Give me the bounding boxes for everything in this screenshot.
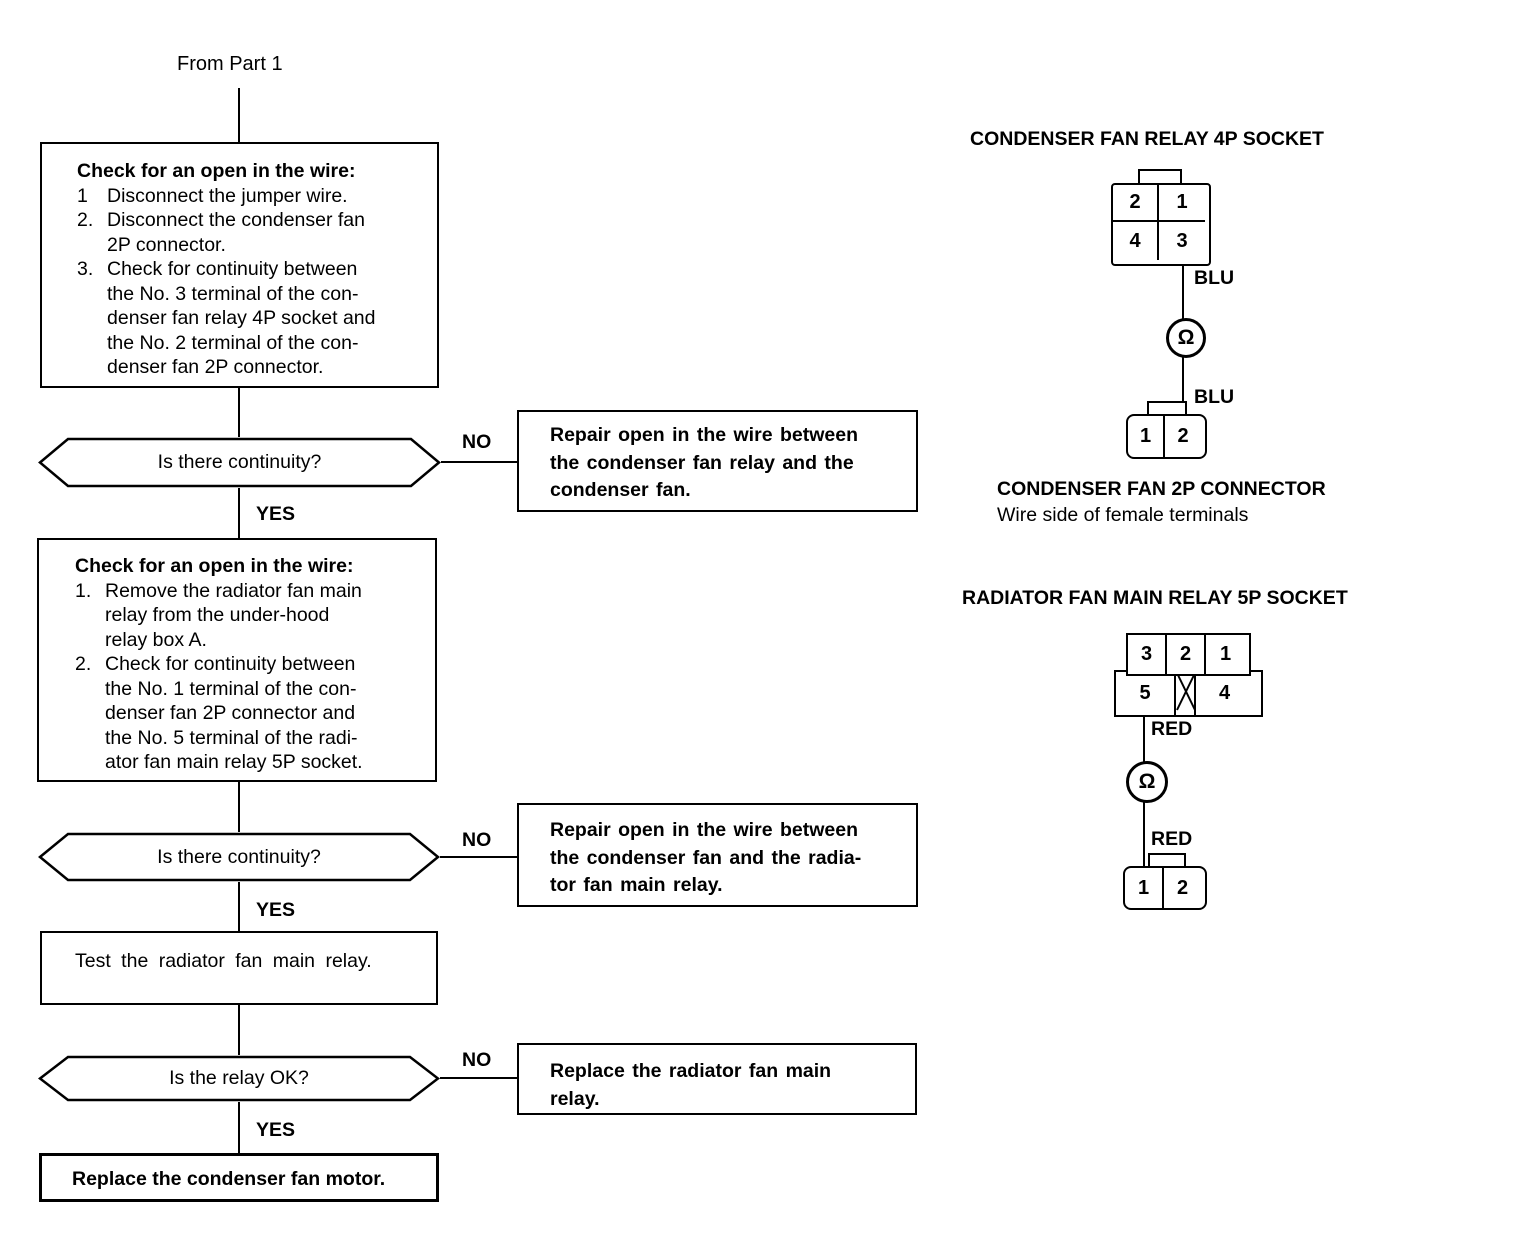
connector2p-b-terminal-2: 2 — [1176, 876, 1189, 899]
socket5p-blocked-cell-icon — [1176, 672, 1196, 715]
ohmmeter-icon: Ω — [1166, 318, 1206, 358]
flow-line — [238, 1102, 240, 1153]
red-wire-label-top: RED — [1151, 718, 1193, 740]
socket5p-terminal-5: 5 — [1116, 672, 1176, 715]
socket4p-terminal-2: 2 — [1113, 185, 1159, 222]
item-number: 1. — [75, 579, 92, 602]
blu-wire — [1182, 262, 1184, 319]
socket4p-terminal-1: 1 — [1159, 185, 1205, 222]
step2-item: 2. Check for continuity between the No. … — [75, 652, 423, 775]
item-text: Check for continuity between the No. 3 t… — [107, 258, 376, 378]
no-label-1: NO — [462, 431, 492, 453]
repair2-box: Repair open in the wire between the cond… — [517, 803, 918, 907]
socket5p-terminal-4: 4 — [1218, 682, 1231, 704]
no-label-3: NO — [462, 1049, 492, 1071]
item-text: Disconnect the condenser fan 2P connecto… — [107, 209, 365, 256]
step2-item: 1. Remove the radiator fan main relay fr… — [75, 579, 423, 653]
repair3-box: Replace the radiator fan main relay. — [517, 1043, 917, 1115]
connector2p-b-terminal-1: 1 — [1125, 868, 1164, 908]
step1-item: 3. Check for continuity between the No. … — [77, 257, 425, 380]
red-wire — [1143, 713, 1145, 762]
yes-label-3: YES — [256, 1119, 296, 1141]
repair1-text: Repair open in the wire between the cond… — [550, 424, 858, 501]
socket5p-title: RADIATOR FAN MAIN RELAY 5P SOCKET — [962, 587, 1348, 609]
connector2p-title: CONDENSER FAN 2P CONNECTOR — [997, 478, 1326, 500]
flow-line — [238, 782, 240, 832]
item-number: 2. — [75, 653, 92, 675]
step1-item: 2. Disconnect the condenser fan 2P conne… — [77, 208, 425, 257]
step1-title: Check for an open in the wire: — [77, 160, 356, 182]
socket4p-tab — [1138, 169, 1182, 187]
socket5p-bottom-row: 5 4 — [1114, 670, 1263, 717]
red-wire — [1143, 796, 1145, 866]
connector2p-b-tab — [1148, 853, 1186, 870]
step2-box: Check for an open in the wire: 1. Remove… — [37, 538, 437, 782]
item-text: Check for continuity between the No. 1 t… — [105, 653, 363, 773]
ohmmeter-icon: Ω — [1126, 761, 1168, 803]
decision1-label: Is there continuity? — [157, 451, 322, 473]
decision3-hexagon: Is the relay OK? — [38, 1055, 440, 1102]
socket4p-terminal-3: 3 — [1176, 229, 1188, 252]
repair3-text: Replace the radiator fan main relay. — [550, 1060, 832, 1110]
from-part-1-label: From Part 1 — [177, 53, 283, 75]
repair2-text: Repair open in the wire between the cond… — [550, 819, 862, 896]
blu-wire-label-bottom: BLU — [1194, 386, 1235, 408]
flow-line — [238, 388, 240, 437]
blu-wire — [1182, 351, 1184, 414]
flow-line — [238, 88, 240, 142]
connector2p-tab — [1147, 401, 1187, 418]
socket4p-terminal-4: 4 — [1113, 222, 1159, 260]
blu-wire-label-top: BLU — [1194, 267, 1235, 289]
connector2p-terminal-2: 2 — [1177, 425, 1189, 447]
flow-line — [238, 882, 240, 931]
no-branch-line — [440, 1077, 517, 1079]
hexagon-shape — [38, 437, 441, 488]
no-label-2: NO — [462, 829, 492, 851]
socket5p-terminal-1: 1 — [1219, 643, 1232, 665]
step2-title: Check for an open in the wire: — [75, 555, 354, 577]
item-text: Disconnect the jumper wire. — [107, 184, 348, 207]
connector2p-subtitle: Wire side of female terminals — [997, 504, 1249, 526]
socket4p-connector: 2 1 4 3 — [1111, 183, 1211, 266]
decision3-label: Is the relay OK? — [169, 1067, 309, 1089]
connector2p-terminal-1: 1 — [1128, 416, 1165, 457]
x-cross-icon — [1176, 672, 1196, 711]
socket5p-terminal-2: 2 — [1167, 635, 1206, 674]
step1-item: 1 Disconnect the jumper wire. — [77, 184, 425, 209]
final-text: Replace the condenser fan motor. — [72, 1168, 386, 1190]
item-number: 3. — [77, 258, 94, 280]
item-number: 2. — [77, 209, 94, 231]
step3-text: Test the radiator fan main relay. — [75, 950, 372, 972]
yes-label-2: YES — [256, 899, 296, 921]
no-branch-line — [441, 461, 517, 463]
item-number: 1 — [77, 184, 88, 207]
socket5p-terminal-3: 3 — [1128, 635, 1167, 674]
decision2-label: Is there continuity? — [157, 845, 321, 868]
red-wire-label-bottom: RED — [1151, 828, 1193, 850]
step1-box: Check for an open in the wire: 1 Disconn… — [40, 142, 439, 388]
decision1-hexagon: Is there continuity? — [38, 437, 441, 488]
flow-line — [238, 488, 240, 538]
connector2p: 1 2 — [1126, 414, 1207, 459]
yes-label-1: YES — [256, 503, 296, 525]
item-text: Remove the radiator fan main relay from … — [105, 579, 362, 651]
decision2-hexagon: Is there continuity? — [38, 832, 440, 882]
flow-line — [238, 1005, 240, 1055]
hexagon-shape — [38, 1055, 440, 1102]
hexagon-shape — [38, 832, 440, 882]
socket4p-title: CONDENSER FAN RELAY 4P SOCKET — [970, 128, 1324, 150]
step3-box: Test the radiator fan main relay. — [40, 931, 438, 1005]
socket5p-top-row: 3 2 1 — [1126, 633, 1251, 676]
connector2p-b: 1 2 — [1123, 866, 1207, 910]
no-branch-line — [440, 856, 517, 858]
final-box: Replace the condenser fan motor. — [39, 1153, 439, 1202]
repair1-box: Repair open in the wire between the cond… — [517, 410, 918, 512]
